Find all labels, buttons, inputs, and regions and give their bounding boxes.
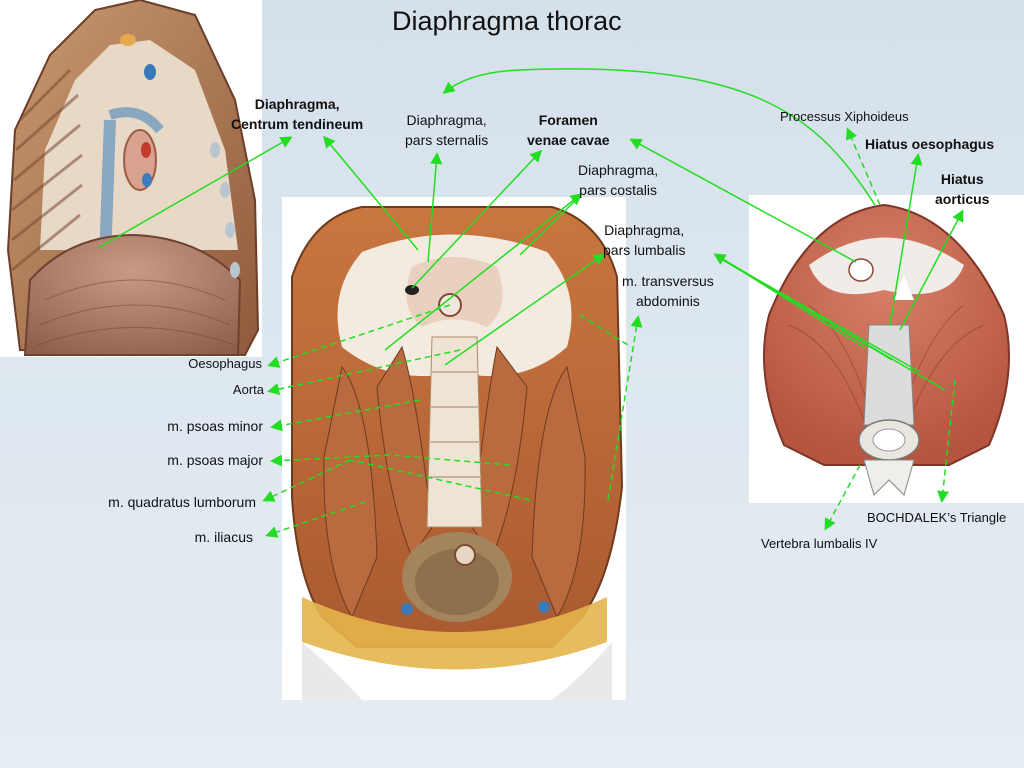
pointer-pars-sternalis-curve — [442, 68, 876, 206]
thorax-illustration — [0, 0, 262, 357]
label-transversus-abdominis-text: m. transversus abdominis — [622, 273, 714, 309]
label-processus-xiphoideus: Processus Xiphoideus — [780, 109, 909, 124]
label-pars-costalis-text: Diaphragma, pars costalis — [578, 162, 659, 198]
diaphragm-inferior-view-illustration — [749, 195, 1024, 503]
label-pars-sternalis: Diaphragma, pars sternalis — [405, 110, 488, 150]
abdominal-wall-illustration — [282, 197, 626, 700]
label-vertebra-lumbalis: Vertebra lumbalis IV — [761, 536, 878, 551]
label-hiatus-oesophagus: Hiatus oesophagus — [865, 136, 995, 152]
label-pars-lumbalis: Diaphragma, pars lumbalis — [603, 220, 685, 260]
label-centrum-tendineum-text: Diaphragma, Centrum tendineum — [231, 96, 364, 132]
label-hiatus-aorticus: Hiatus aorticus — [935, 169, 989, 209]
label-transversus-abdominis: m. transversus abdominis — [622, 271, 714, 311]
label-foramen-venae-cavae-text: Foramen venae cavae — [527, 112, 610, 148]
label-pars-lumbalis-text: Diaphragma, pars lumbalis — [603, 222, 686, 258]
label-quadratus-lumborum: m. quadratus lumborum — [108, 494, 256, 510]
label-psoas-minor: m. psoas minor — [167, 418, 263, 434]
label-iliacus: m. iliacus — [194, 529, 253, 545]
label-hiatus-aorticus-text: Hiatus aorticus — [935, 171, 990, 207]
label-foramen-venae-cavae: Foramen venae cavae — [527, 110, 610, 150]
label-oesophagus: Oesophagus — [188, 356, 262, 371]
slide-title: Diaphragma thorac — [392, 6, 622, 36]
label-pars-sternalis-text: Diaphragma, pars sternalis — [405, 112, 489, 148]
label-aorta: Aorta — [232, 382, 264, 397]
label-pars-costalis: Diaphragma, pars costalis — [578, 160, 658, 200]
label-centrum-tendineum: Diaphragma, Centrum tendineum — [231, 94, 363, 134]
label-bochdalek-triangle: BOCHDALEK’s Triangle — [867, 510, 1007, 525]
label-psoas-major: m. psoas major — [167, 452, 263, 468]
